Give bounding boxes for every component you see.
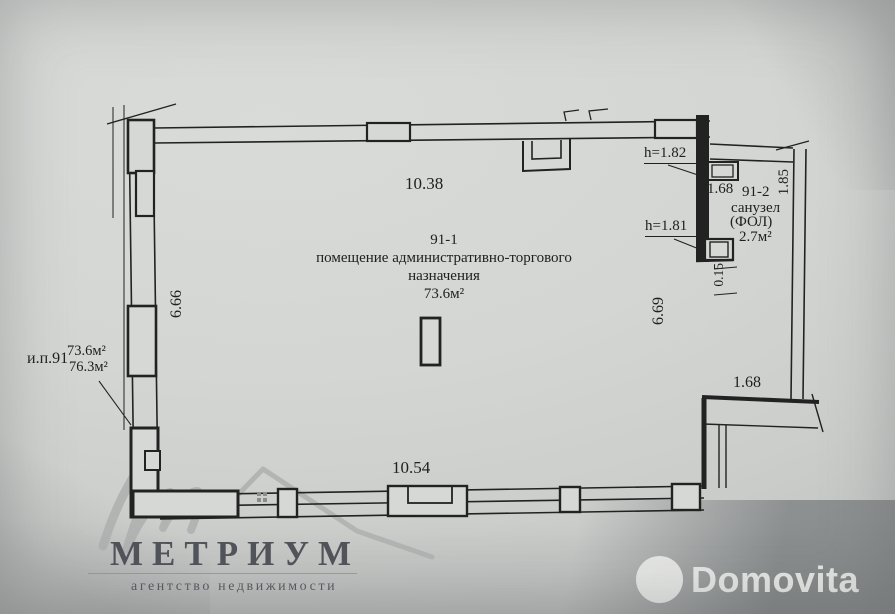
dim-step: 1.68 [733,374,761,391]
dim-bottom-wall: 10.54 [392,458,431,477]
dim-left-wall: 6.66 [168,290,185,318]
bathroom-partition-wall [696,115,709,262]
bottom-wall-dots [257,492,267,502]
bathroom-wall-thickness: 0.15 [711,263,726,287]
room-column [419,316,442,367]
bathroom-depth: 1.85 [776,169,792,196]
bathroom-height-b: h=1.81 [645,218,702,237]
bathroom-label-note: (ФОЛ) [730,214,773,230]
bathroom-width: 1.68 [707,181,734,197]
bathroom-height-a: h=1.82 [644,145,701,164]
bathroom-area: 2.7м² [739,229,772,245]
agency-watermark-name: МЕТРИУМ [110,534,361,573]
portal-logo-icon [636,556,683,603]
main-room-title-line2: назначения [408,268,480,284]
agency-watermark-tagline: агентство недвижимости [131,579,338,594]
unit-area-upper: 73.6м² [67,343,106,359]
main-room-label: 91-1 помещение административно-торгового… [298,231,590,303]
dim-top-wall: 10.38 [405,174,444,193]
portal-watermark-name: Domovita [691,558,860,600]
bathroom-label: санузел [731,200,781,216]
main-room-number: 91-1 [430,232,458,248]
unit-area-lower: 76.3м² [69,359,108,375]
main-room-title-line1: помещение административно-торгового [316,250,572,266]
unit-prefix: и.п.91 [27,350,69,367]
dim-right-wall: 6.69 [650,297,667,325]
main-room-area: 73.6м² [423,286,465,302]
bathroom-number: 91-2 [742,184,770,200]
agency-watermark-rule [88,573,357,574]
portal-watermark: Domovita [636,556,859,603]
